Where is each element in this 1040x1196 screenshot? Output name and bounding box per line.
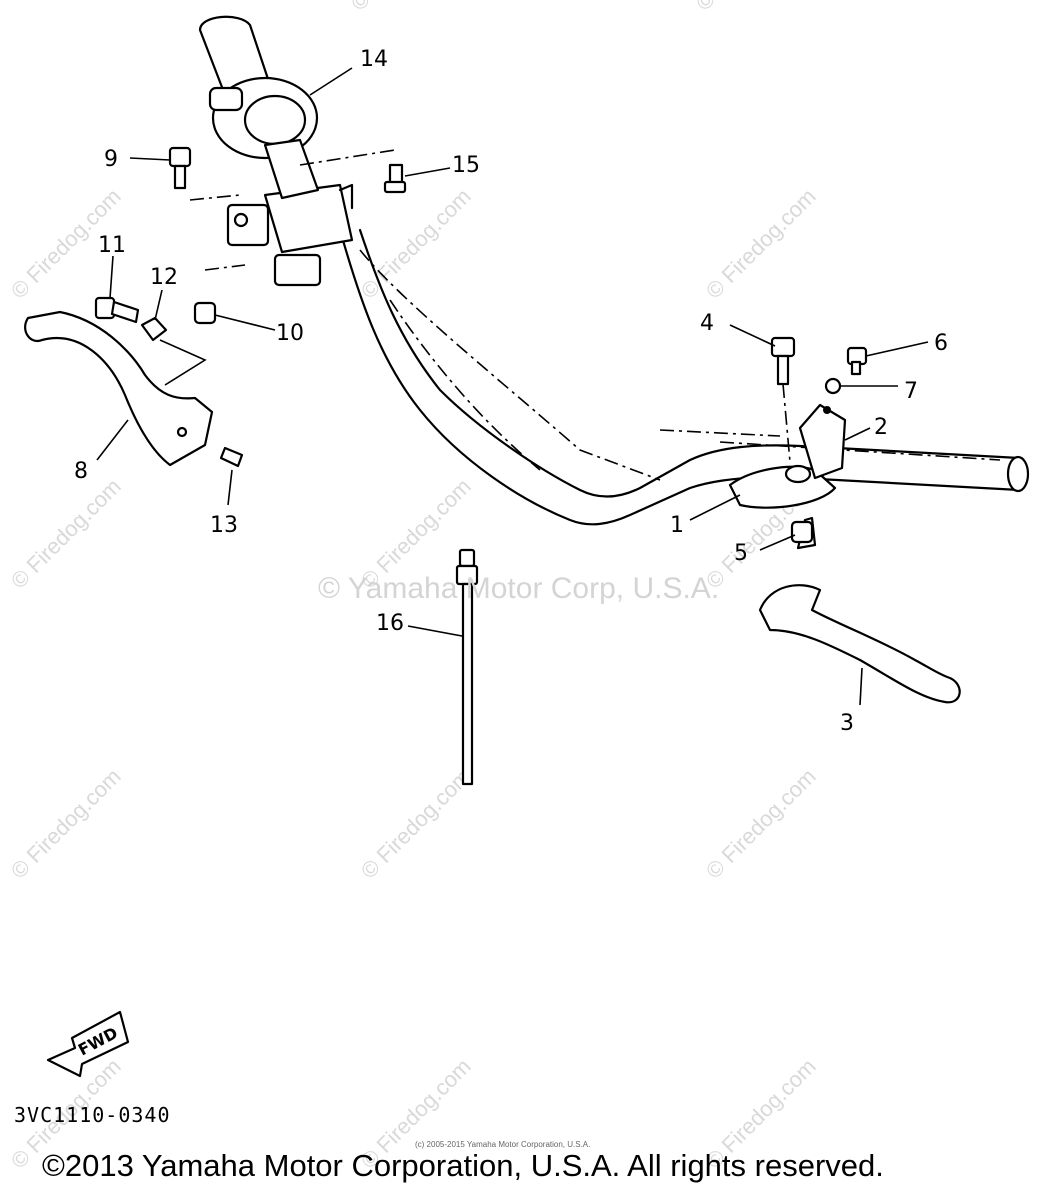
washer-7 [824, 377, 842, 395]
leader-lines [96, 67, 929, 706]
callout-6: 6 [934, 331, 948, 356]
nut-10 [193, 301, 217, 325]
watermark: © Firedog.com [346, 0, 466, 16]
watermark: © Firedog.com [356, 184, 476, 304]
callout-10: 10 [276, 321, 304, 346]
callout-13: 13 [210, 513, 238, 538]
screw-13 [219, 446, 244, 468]
nut-5 [790, 520, 814, 544]
callout-numbers: 1 2 3 4 5 6 7 8 9 10 11 12 13 14 15 16 [74, 47, 948, 736]
callout-11: 11 [98, 233, 126, 258]
handlebar [338, 228, 1030, 526]
copyright-notice: ©2013 Yamaha Motor Corporation, U.S.A. A… [42, 1148, 884, 1183]
bolt-9 [168, 146, 192, 190]
callout-3: 3 [840, 711, 854, 736]
bolt-4 [770, 336, 796, 463]
watermark: © Firedog.com [356, 764, 476, 884]
callout-1: 1 [670, 513, 684, 538]
callout-9: 9 [104, 147, 118, 172]
screw-6 [846, 346, 868, 376]
center-watermark: © Yamaha Motor Corp, U.S.A. [318, 572, 720, 605]
lever-3 [758, 584, 961, 704]
throttle-housing [198, 15, 396, 200]
callout-4: 4 [700, 311, 714, 336]
cable-tie-16 [455, 548, 479, 786]
callout-16: 16 [376, 611, 404, 636]
screw-15 [383, 163, 407, 194]
diagram-code: 3VC1110-0340 [14, 1103, 171, 1127]
left-holder-assembly [189, 183, 354, 287]
small-copyright: (c) 2005-2015 Yamaha Motor Corporation, … [415, 1140, 591, 1149]
lever-8 [24, 310, 214, 467]
callout-8: 8 [74, 459, 88, 484]
watermark: © Firedog.com [6, 474, 126, 594]
right-holder-assembly [728, 403, 847, 550]
watermark: © Firedog.com [701, 764, 821, 884]
watermark: © Firedog.com [6, 764, 126, 884]
callout-12: 12 [150, 265, 178, 290]
callout-7: 7 [904, 379, 918, 404]
watermark: © Firedog.com [691, 0, 811, 16]
callout-5: 5 [734, 541, 748, 566]
watermark: © Firedog.com [701, 184, 821, 304]
callout-14: 14 [360, 47, 388, 72]
nut-12 [140, 316, 168, 342]
bolt-11 [94, 296, 140, 324]
callout-15: 15 [452, 153, 480, 178]
callout-2: 2 [874, 415, 888, 440]
